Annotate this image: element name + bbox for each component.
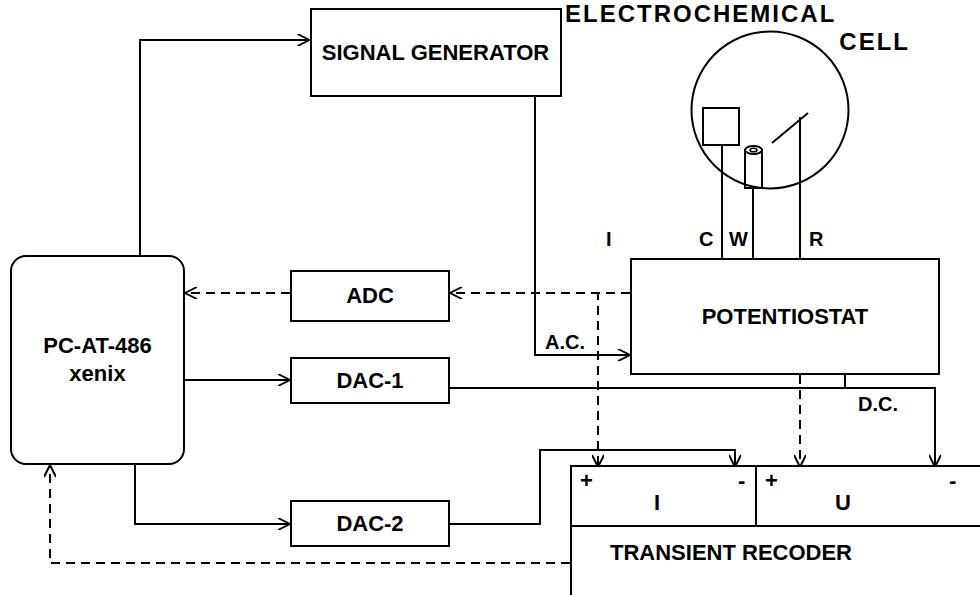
node-text: - [949,467,956,495]
recorder-channel: + U - [755,467,980,527]
signal-dashed-line [799,375,801,467]
signal-line [799,117,801,258]
node-text: DAC-1 [336,367,403,395]
node-text: U [835,489,851,517]
node-text: PC-AT-486 [43,332,151,360]
edge-label: A.C. [543,331,587,353]
edge-label: C [697,228,715,250]
edge-label: W [727,228,750,250]
reference-electrode [772,113,808,143]
node-text: - [738,467,745,495]
dac-box: DAC-1 [290,357,450,404]
dac-box: DAC-2 [290,500,450,547]
signal-dashed-line [450,292,630,294]
signal-dashed-line [598,293,630,467]
node-text: I [654,489,660,517]
edge-label: D.C. [856,393,900,415]
node-text: + [580,467,593,495]
cell-outline [690,30,850,190]
computer-box: PC-AT-486xenix [10,255,185,465]
signal-line [721,145,723,258]
signal-line [185,379,290,381]
signal-dashed-line [185,292,290,294]
node-text: DAC-2 [336,510,403,538]
signal-line [135,465,290,524]
node-text: SIGNAL GENERATOR [322,39,549,67]
node-text: TRANSIENT RECODER [610,539,852,567]
generator-box: SIGNAL GENERATOR [310,8,562,97]
cell-circle: ELECTROCHEMICAL CELL [690,30,850,190]
counter-electrode [703,108,739,145]
potentiostat-box: POTENTIOSTAT [630,258,940,375]
adc-box: ADC [290,270,450,322]
working-electrode [745,146,762,188]
recorder-box: TRANSIENT RECODER+I-+U- [570,465,980,595]
signal-dashed-line [50,465,570,563]
node-text: ELECTROCHEMICAL CELL [565,0,910,56]
node-text: xenix [69,360,125,388]
edge-label: R [807,228,825,250]
node-text: POTENTIOSTAT [702,303,869,331]
node-text: ADC [346,282,394,310]
recorder-channel: + I - [572,467,757,527]
signal-line [450,375,845,388]
node-text: + [765,467,778,495]
signal-line [140,40,310,255]
signal-line [450,388,935,467]
signal-line [535,97,630,355]
signal-name: I [604,228,614,250]
signal-line [752,188,754,258]
